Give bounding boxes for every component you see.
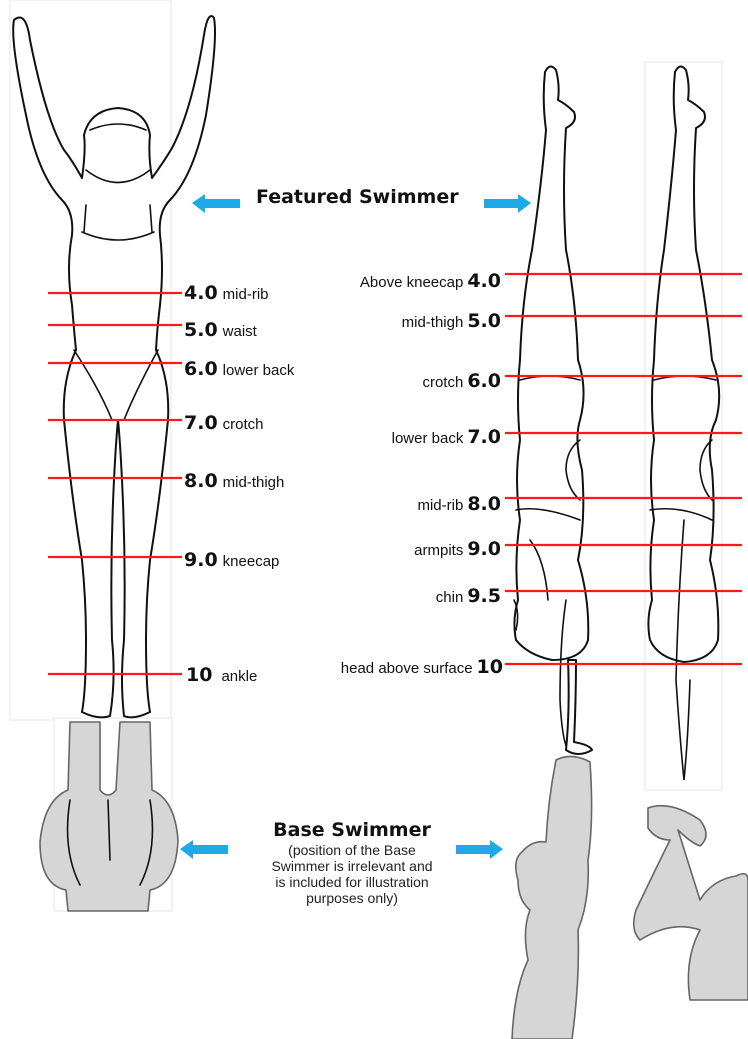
arrow-left-icon [180, 840, 228, 859]
featured-swimmer-title: Featured Swimmer [256, 186, 459, 208]
featured-swimmer-callout: Featured Swimmer [192, 186, 531, 213]
base-swimmer-note-line: (position of the Base [288, 842, 416, 858]
base-swimmer-title: Base Swimmer [273, 819, 431, 841]
arrow-right-icon [484, 194, 531, 213]
base-swimmer-note-line: purposes only) [306, 890, 398, 906]
base-swimmer-note-line: is included for illustration [275, 874, 428, 890]
base-swimmer-note-line: Swimmer is irrelevant and [271, 858, 432, 874]
side-featured-swimmer [514, 66, 592, 754]
base-swimmer-callout: Base Swimmer (position of the Base Swimm… [180, 819, 503, 906]
arrow-left-icon [192, 194, 240, 213]
arrow-right-icon [456, 840, 503, 859]
side-base-swimmer [512, 756, 748, 1039]
